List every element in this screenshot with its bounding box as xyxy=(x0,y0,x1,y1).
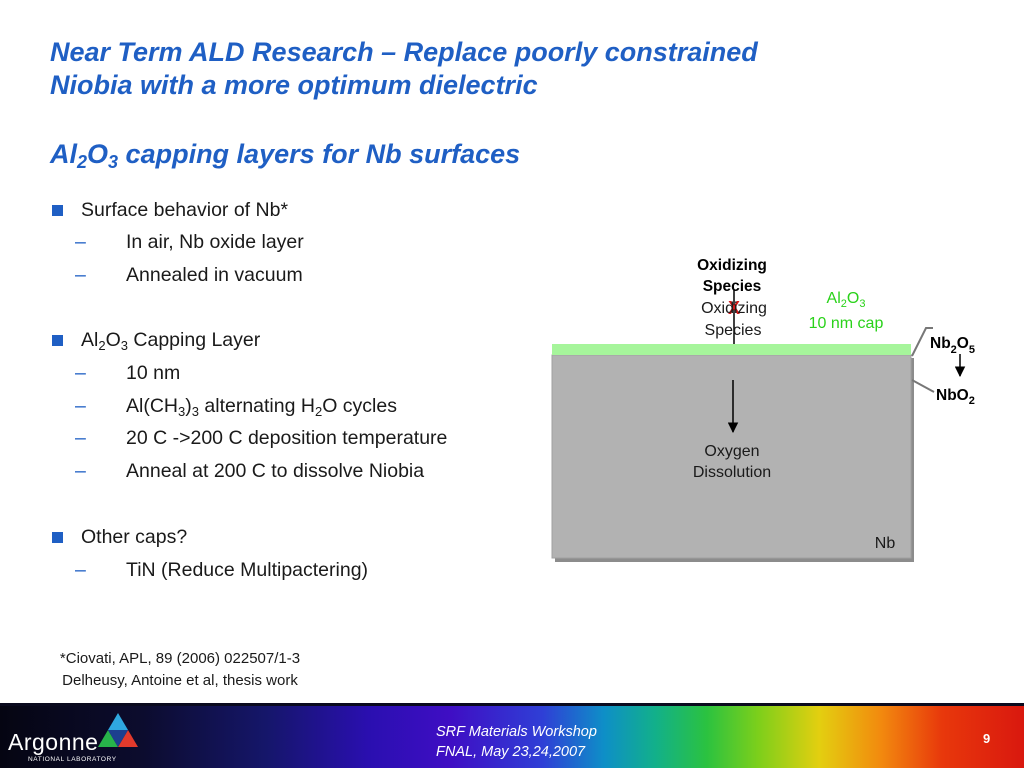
nbo2-label: NbO2 xyxy=(936,387,975,407)
dash-bullet-icon: – xyxy=(75,460,86,482)
bullet-sub: 2 xyxy=(98,338,106,353)
nbo2-sub-2: 2 xyxy=(969,395,975,407)
subbullet-text: TiN (Reduce Multipactering) xyxy=(126,559,369,581)
dissolution-label-1: Oxygen xyxy=(704,443,759,460)
text-part: ) xyxy=(185,395,192,417)
dash-bullet-icon: – xyxy=(75,559,86,581)
subtitle-o: O xyxy=(87,139,109,169)
footer-bar: Argonne NATIONAL LABORATORY SRF Material… xyxy=(0,703,1024,768)
text-sub: 3 xyxy=(178,404,186,419)
al2o3-cap-thickness: 10 nm cap xyxy=(809,315,884,332)
bullet-sub: 3 xyxy=(120,338,128,353)
text-part: alternating H xyxy=(198,395,315,417)
workshop-info: SRF Materials Workshop FNAL, May 23,24,2… xyxy=(436,722,597,762)
al2o3-sub-3: 3 xyxy=(859,298,865,310)
subtitle-sub-2: 2 xyxy=(77,152,88,172)
argonne-logo: Argonne NATIONAL LABORATORY xyxy=(8,711,138,765)
subbullet-text: Anneal at 200 C to dissolve Niobia xyxy=(126,460,425,482)
oxidizing-label-mid-2: Species xyxy=(705,322,762,339)
reference-1: *Ciovati, APL, 89 (2006) 022507/1-3 xyxy=(59,650,301,667)
nbo2-callout-line xyxy=(911,379,935,393)
dash-bullet-icon: – xyxy=(75,427,86,449)
subtitle-al: Al xyxy=(50,139,77,169)
square-bullet-icon xyxy=(52,335,63,346)
nb-bulk-block xyxy=(551,354,912,559)
footer-divider xyxy=(0,703,1024,706)
al2o3-o: O xyxy=(847,290,859,307)
text-sub: 2 xyxy=(314,404,323,419)
bullet-o: O xyxy=(105,329,121,351)
logo-subtitle: NATIONAL LABORATORY xyxy=(28,756,117,763)
subtitle-sub-3: 3 xyxy=(108,152,119,172)
logo-wordmark: Argonne xyxy=(8,729,99,755)
dissolution-label-2: Dissolution xyxy=(693,464,771,481)
bullet-al: Al xyxy=(81,329,99,351)
al2o3-cap-label: Al2O3 xyxy=(827,290,866,310)
nb-bulk-label: Nb xyxy=(875,535,896,552)
slide-title-line-2: Niobia with a more optimum dielectric xyxy=(50,70,538,100)
text-part: O cycles xyxy=(322,395,397,417)
workshop-name: SRF Materials Workshop xyxy=(436,724,597,740)
text-sub: 3 xyxy=(191,404,199,419)
references: *Ciovati, APL, 89 (2006) 022507/1-3 Delh… xyxy=(35,648,325,692)
al2o3-al: Al xyxy=(827,290,841,307)
nb2o5-sub-2: 2 xyxy=(951,344,957,356)
slide-subtitle: Al2O3 capping layers for Nb surfaces xyxy=(50,138,750,171)
subbullet-text: 20 C ->200 C deposition temperature xyxy=(126,427,448,449)
nb2o5-callout-line xyxy=(911,327,933,357)
argonne-triangle-icon xyxy=(98,713,138,747)
subbullet-text: 10 nm xyxy=(126,362,181,384)
nb2o5-o: O xyxy=(957,335,969,352)
al2o3-sub-2: 2 xyxy=(841,298,847,310)
dash-bullet-icon: – xyxy=(75,264,86,286)
al2o3-cap-layer xyxy=(552,344,911,355)
bullet-text: Al2O3 Capping Layer xyxy=(81,327,260,353)
reference-2: Delheusy, Antoine et al, thesis work xyxy=(62,672,298,689)
page-number: 9 xyxy=(983,731,991,746)
text-part: Al(CH xyxy=(126,395,178,417)
workshop-date: FNAL, May 23,24,2007 xyxy=(436,744,586,760)
slide-title-line-1: Near Term ALD Research – Replace poorly … xyxy=(50,37,758,67)
oxidizing-label-mid-1: Oxidizing xyxy=(701,300,767,317)
bullet-text: Surface behavior of Nb* xyxy=(81,199,289,221)
oxidizing-label-top-2: Species xyxy=(703,278,762,295)
subtitle-rest: capping layers for Nb surfaces xyxy=(118,139,521,169)
dash-bullet-icon: – xyxy=(75,362,86,384)
square-bullet-icon xyxy=(52,205,63,216)
nb2o5-label: Nb2O5 xyxy=(930,335,975,356)
square-bullet-icon xyxy=(52,532,63,543)
nbo2-nbo: NbO xyxy=(936,387,969,404)
bullet-rest: Capping Layer xyxy=(127,329,261,351)
nb2o5-sub-5: 5 xyxy=(969,344,975,356)
dash-bullet-icon: – xyxy=(75,231,86,253)
blocked-x-icon: X xyxy=(728,298,740,318)
slide-title: Near Term ALD Research – Replace poorly … xyxy=(50,36,950,102)
bullet-text: Other caps? xyxy=(81,526,188,548)
nb2o5-nb: Nb xyxy=(930,335,951,352)
nb-capping-diagram: Oxidizing Species X Oxidizing Species Al… xyxy=(551,257,975,562)
subbullet-text: In air, Nb oxide layer xyxy=(126,231,304,253)
oxidizing-label-top-1: Oxidizing xyxy=(697,257,767,274)
dash-bullet-icon: – xyxy=(75,395,86,417)
subbullet-text: Al(CH3)3 alternating H2O cycles xyxy=(126,393,397,419)
subbullet-text: Annealed in vacuum xyxy=(126,264,303,286)
